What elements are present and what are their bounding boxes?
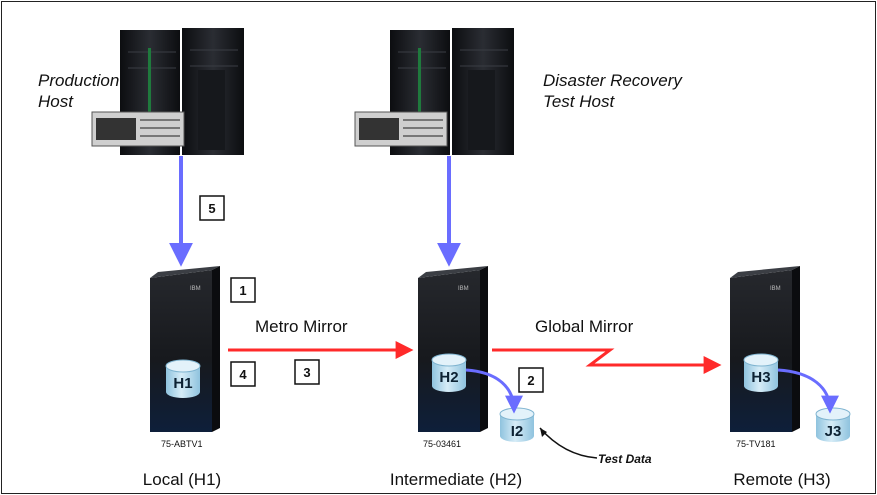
global-mirror-label: Global Mirror [535,317,634,336]
svg-text:IBM: IBM [458,286,469,292]
test-data-label: Test Data [598,452,652,466]
svg-text:IBM: IBM [190,286,201,292]
volume-h2-label: H2 [439,369,458,386]
dr-test-host-mainframe-icon [354,28,514,155]
volume-h1-label: H1 [173,375,192,392]
local-serial: 75-ABTV1 [161,439,203,449]
svg-text:IBM: IBM [770,286,781,292]
volume-h1-icon: H1 [165,359,201,398]
local-storage-system-icon: IBM [150,266,220,432]
volume-j3-icon: J3 [815,407,851,442]
site-local-label: Local (H1) [143,470,221,489]
step-3-box: 3 [294,359,320,385]
global-mirror-arrow [492,348,722,374]
dr-host-label-line1: Disaster Recovery [543,71,683,90]
volume-h3-label: H3 [751,369,770,386]
metro-mirror-label: Metro Mirror [255,317,348,336]
flashcopy-h3-j3-arrow [777,368,839,414]
dr-host-label-line2: Test Host [543,92,615,111]
svg-text:4: 4 [239,367,247,382]
step-1-box: 1 [230,277,256,303]
remote-storage-system-icon: IBM [730,266,800,432]
volume-h2-icon: H2 [431,353,467,392]
step-4-box: 4 [230,361,256,387]
site-remote-label: Remote (H3) [733,470,830,489]
volume-h3-icon: H3 [743,353,779,392]
volume-i2-label: I2 [511,423,524,440]
svg-text:5: 5 [208,201,215,216]
intermediate-serial: 75-03461 [423,439,461,449]
production-host-label-line1: Production [38,71,119,90]
svg-text:2: 2 [527,373,534,388]
flashcopy-h2-i2-arrow [465,368,523,414]
remote-serial: 75-TV181 [736,439,776,449]
step-2-box: 2 [518,367,544,393]
volume-i2-icon: I2 [499,407,535,442]
intermediate-storage-system-icon: IBM [418,266,488,432]
production-host-mainframe-icon [91,28,244,155]
volume-j3-label: J3 [825,423,842,440]
production-host-label-line2: Host [38,92,74,111]
step-5-box: 5 [199,195,225,221]
svg-text:1: 1 [239,283,246,298]
svg-text:3: 3 [303,365,310,380]
site-intermediate-label: Intermediate (H2) [390,470,522,489]
